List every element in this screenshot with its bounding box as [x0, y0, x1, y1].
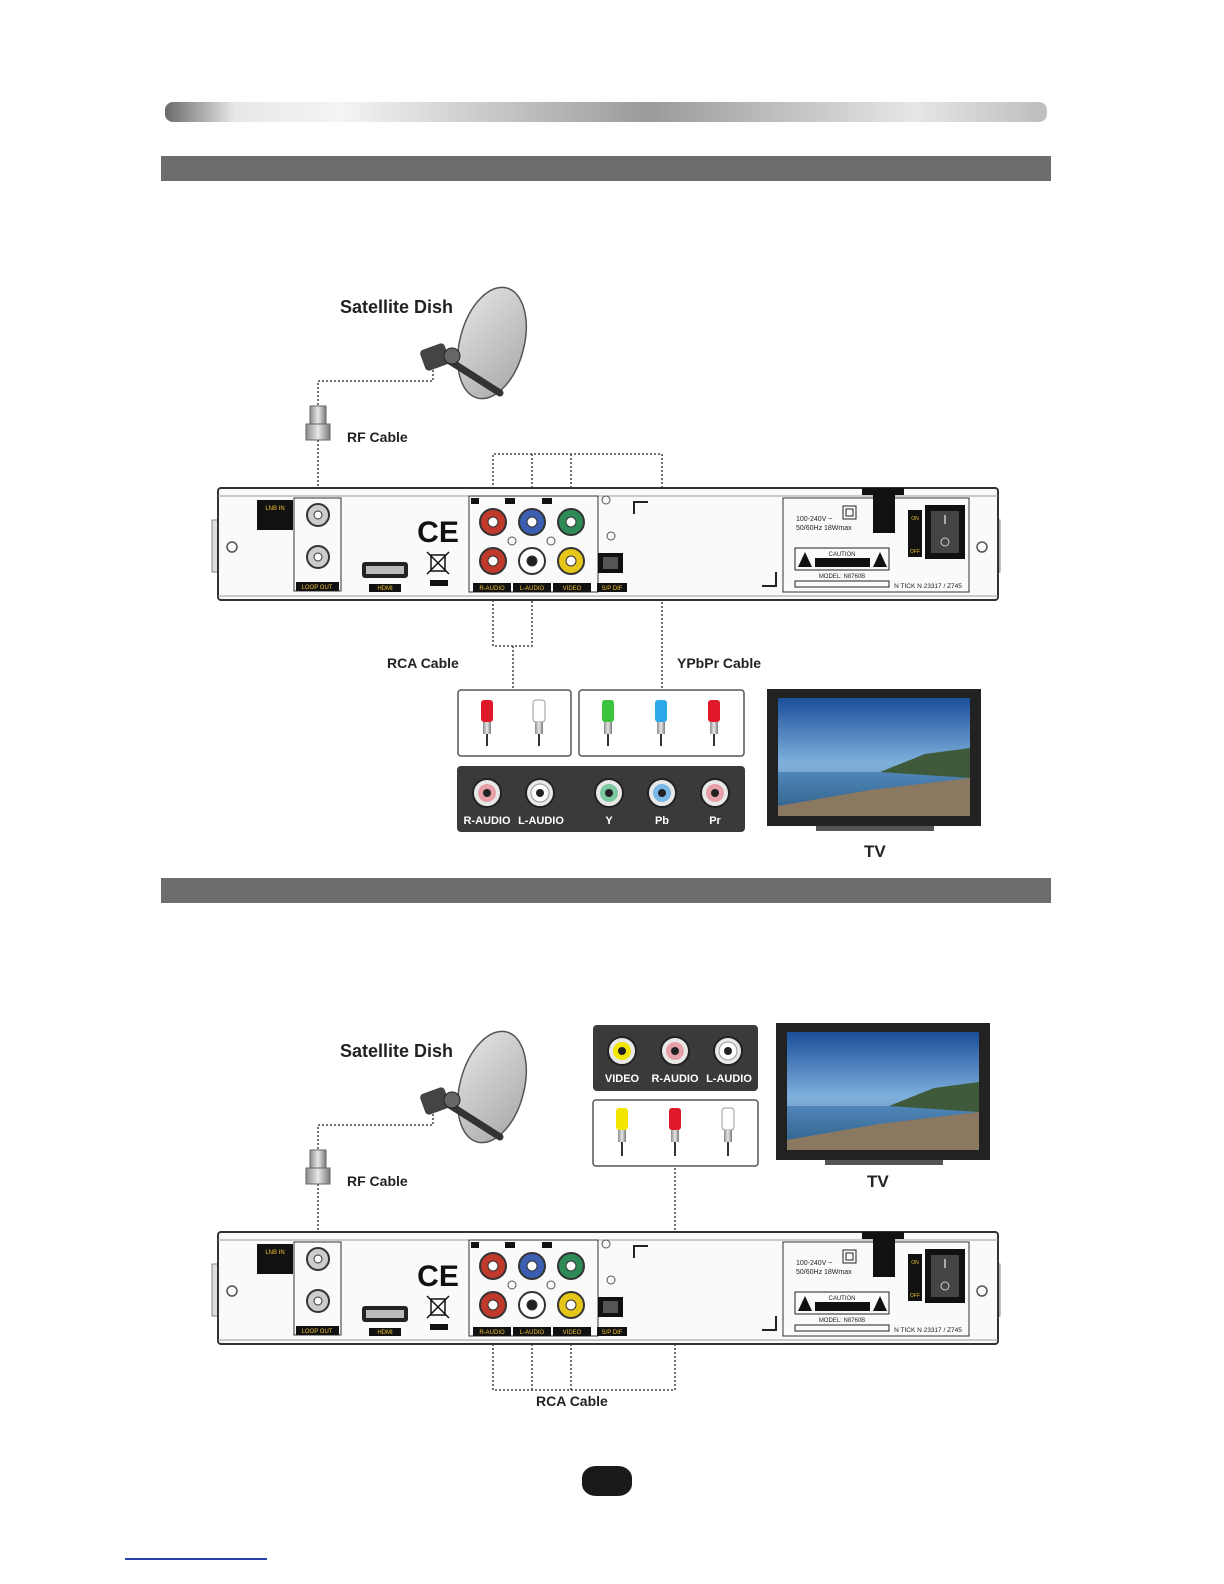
svg-text:Y: Y: [605, 815, 613, 827]
svg-text:S/P DIF: S/P DIF: [602, 1330, 623, 1336]
header-gradient-rule: [165, 102, 1047, 122]
svg-text:Pr: Pr: [709, 815, 721, 827]
svg-text:VIDEO: VIDEO: [563, 1330, 582, 1336]
svg-text:LOOP OUT: LOOP OUT: [302, 585, 333, 591]
svg-text:OFF: OFF: [910, 549, 920, 555]
svg-text:50/60Hz 18Wmax: 50/60Hz 18Wmax: [796, 525, 852, 532]
rf-cable-2: [305, 1114, 434, 1244]
svg-text:ON: ON: [911, 1260, 919, 1266]
receiver-rear-panel-1: LNB IN LOOP OUT HDMI CE R-AUDIO L-AUDIO: [211, 487, 1001, 601]
rca-cable-label-1: RCA Cable: [387, 655, 459, 671]
rf-cable-label-1: RF Cable: [347, 429, 408, 445]
svg-text:HDMI: HDMI: [377, 1330, 393, 1336]
svg-text:L-AUDIO: L-AUDIO: [520, 1330, 545, 1336]
svg-text:R-AUDIO: R-AUDIO: [463, 815, 510, 827]
section-bar-2: [161, 878, 1051, 903]
svg-text:L-AUDIO: L-AUDIO: [518, 815, 564, 827]
svg-text:R-AUDIO: R-AUDIO: [479, 1330, 505, 1336]
svg-text:CAUTION: CAUTION: [829, 552, 856, 558]
svg-text:OFF: OFF: [910, 1293, 920, 1299]
svg-text:L-AUDIO: L-AUDIO: [520, 586, 545, 592]
svg-text:N TICK N 23317 / Z745: N TICK N 23317 / Z745: [894, 1327, 962, 1334]
svg-text:MODEL: N8760B: MODEL: N8760B: [819, 574, 865, 580]
rca-cable-label-2: RCA Cable: [536, 1393, 608, 1409]
svg-text:CAUTION: CAUTION: [829, 1296, 856, 1302]
satellite-dish-label-2: Satellite Dish: [340, 1041, 454, 1061]
ypbpr-plug-box: [578, 689, 745, 757]
svg-text:S/P DIF: S/P DIF: [602, 586, 623, 592]
receiver-rear-panel-2: LNB IN LOOP OUT HDMI CE R-AUDIO L-AUDIO: [211, 1231, 1001, 1345]
svg-text:VIDEO: VIDEO: [605, 1073, 640, 1085]
svg-text:CE: CE: [417, 1260, 459, 1293]
svg-text:LNB IN: LNB IN: [265, 1250, 284, 1256]
tv-icon-2: [776, 1023, 990, 1165]
svg-text:L-AUDIO: L-AUDIO: [706, 1073, 752, 1085]
rca-plug-box-2: [592, 1099, 759, 1167]
section-bar-1: [161, 156, 1051, 181]
tv-icon-1: [767, 689, 981, 831]
tv-label-2: TV: [867, 1172, 889, 1191]
svg-text:N TICK N 23317 / Z745: N TICK N 23317 / Z745: [894, 583, 962, 590]
svg-text:LOOP OUT: LOOP OUT: [302, 1329, 333, 1335]
svg-text:MODEL: N8760B: MODEL: N8760B: [819, 1318, 865, 1324]
rf-cable-1: [305, 370, 434, 500]
tv-input-panel-1: R-AUDIO L-AUDIO Y Pb Pr: [457, 766, 745, 832]
satellite-dish-label-1: Satellite Dish: [340, 297, 454, 317]
tv-label-1: TV: [864, 842, 886, 861]
satellite-dish-icon-1: [420, 286, 527, 400]
svg-text:50/60Hz 18Wmax: 50/60Hz 18Wmax: [796, 1269, 852, 1276]
svg-text:Pb: Pb: [655, 815, 669, 827]
svg-text:CE: CE: [417, 516, 459, 549]
svg-text:100-240V ~: 100-240V ~: [796, 516, 832, 523]
svg-text:100-240V ~: 100-240V ~: [796, 1260, 832, 1267]
svg-text:ON: ON: [911, 516, 919, 522]
satellite-dish-icon-2: [420, 1030, 527, 1144]
svg-text:VIDEO: VIDEO: [563, 586, 582, 592]
rca-plug-box-1: [457, 689, 572, 757]
svg-text:R-AUDIO: R-AUDIO: [651, 1073, 698, 1085]
tv-input-panel-2: VIDEO R-AUDIO L-AUDIO: [593, 1025, 758, 1091]
rf-cable-label-2: RF Cable: [347, 1173, 408, 1189]
svg-text:HDMI: HDMI: [377, 586, 393, 592]
footer-link-underline: [125, 1558, 267, 1560]
svg-text:R-AUDIO: R-AUDIO: [479, 586, 505, 592]
svg-text:LNB IN: LNB IN: [265, 506, 284, 512]
ypbpr-cable-label: YPbPr Cable: [677, 655, 762, 671]
page-number-tab: [582, 1466, 632, 1496]
